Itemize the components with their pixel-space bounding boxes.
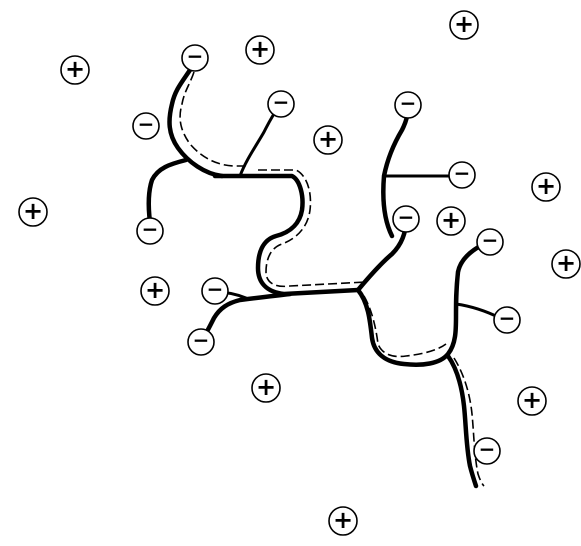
anion-sign: − [138,112,155,136]
anion-sign: − [400,91,417,115]
cation-sign: + [333,506,353,534]
anion-sign: − [499,306,516,330]
anion-sign: − [398,205,415,229]
anion-sign: − [187,44,204,68]
anion-sign: − [454,161,471,185]
cation: + [19,197,47,226]
cation: + [450,10,478,39]
dashed-strand-left [180,72,246,166]
chain-segment-right-side-arm [456,304,500,318]
anion: − [188,328,214,355]
cation-sign: + [441,206,461,234]
anion: − [133,112,159,139]
anion: − [202,277,228,304]
cation-sign: + [256,373,276,401]
anion: − [474,437,500,464]
anion: − [268,90,294,117]
cation-sign: + [556,249,576,277]
anion: − [449,161,475,188]
anion-sign: − [193,328,210,352]
cation: + [552,249,580,278]
cation: + [518,386,546,415]
cation: + [532,172,560,201]
anion-sign: − [142,217,159,241]
anion-sign: − [479,437,496,461]
anion: − [477,228,503,255]
cation: + [252,373,280,402]
cation: + [329,506,357,535]
cation-sign: + [23,197,43,225]
cation: + [246,35,274,64]
cation: + [61,55,89,84]
cation-sign: + [318,125,338,153]
cation: + [314,125,342,154]
cation-sign: + [522,386,542,414]
anion: − [137,217,163,244]
chain-segment-main-bend [215,176,358,294]
anion-sign: − [207,277,224,301]
cation: + [141,276,169,305]
chain-segment-left-branch [149,160,186,222]
anion: − [393,205,419,232]
anion-sign: − [482,228,499,252]
cation-sign: + [250,35,270,63]
anion: − [395,91,421,118]
cation: + [437,206,465,235]
anion: − [494,306,520,333]
cation-sign: + [536,172,556,200]
cation-sign: + [65,55,85,83]
anion-sign: − [273,90,290,114]
dashed-strand-middle [258,170,366,286]
anion: − [182,44,208,71]
cation-sign: + [454,10,474,38]
cation-sign: + [145,276,165,304]
